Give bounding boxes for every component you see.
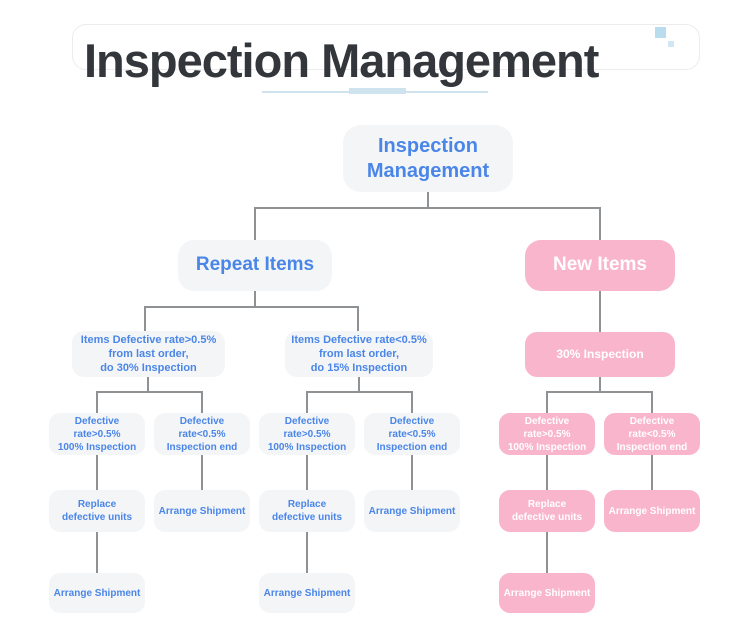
connector-line: [427, 192, 429, 208]
connector-line: [144, 306, 146, 331]
node-repeat-defect-low: Items Defective rate<0.5% from last orde…: [285, 331, 433, 377]
node-new-30-inspection: 30% Inspection: [525, 332, 675, 377]
node-defect-high-1: Defective rate>0.5% 100% Inspection: [49, 413, 145, 455]
node-replace-units-1: Replace defective units: [49, 490, 145, 532]
connector-line: [357, 306, 359, 331]
connector-line: [306, 532, 308, 573]
connector-line: [358, 377, 360, 392]
connector-line: [306, 455, 308, 490]
connector-line: [144, 306, 359, 308]
connector-line: [306, 391, 413, 393]
node-final-shipment-3: Arrange Shipment: [499, 573, 595, 613]
connector-line: [96, 532, 98, 573]
connector-line: [201, 391, 203, 413]
node-new-items: New Items: [525, 240, 675, 291]
node-replace-units-3: Replace defective units: [499, 490, 595, 532]
connector-line: [651, 391, 653, 413]
connector-line: [546, 532, 548, 573]
node-defect-low-3: Defective rate<0.5% Inspection end: [604, 413, 700, 455]
page-title: Inspection Management: [84, 34, 599, 87]
connector-line: [651, 455, 653, 490]
node-defect-low-1: Defective rate<0.5% Inspection end: [154, 413, 250, 455]
connector-line: [546, 455, 548, 490]
connector-line: [411, 391, 413, 413]
decor-square-icon: [655, 27, 666, 38]
node-arrange-shipment-3: Arrange Shipment: [604, 490, 700, 532]
node-repeat-items: Repeat Items: [178, 240, 332, 291]
node-defect-high-2: Defective rate>0.5% 100% Inspection: [259, 413, 355, 455]
node-arrange-shipment-1: Arrange Shipment: [154, 490, 250, 532]
connector-line: [254, 207, 256, 240]
node-final-shipment-1: Arrange Shipment: [49, 573, 145, 613]
connector-line: [599, 207, 601, 240]
connector-line: [546, 391, 653, 393]
connector-line: [201, 455, 203, 490]
connector-line: [254, 291, 256, 307]
title-underline-accent: [349, 88, 406, 94]
connector-line: [96, 391, 98, 413]
connector-line: [599, 377, 601, 392]
node-arrange-shipment-2: Arrange Shipment: [364, 490, 460, 532]
node-repeat-defect-high: Items Defective rate>0.5% from last orde…: [72, 331, 225, 377]
connector-line: [306, 391, 308, 413]
node-defect-high-3: Defective rate>0.5% 100% Inspection: [499, 413, 595, 455]
node-defect-low-2: Defective rate<0.5% Inspection end: [364, 413, 460, 455]
connector-line: [254, 207, 601, 209]
node-replace-units-2: Replace defective units: [259, 490, 355, 532]
node-inspection-management-root: Inspection Management: [343, 125, 513, 192]
title-card: [72, 24, 700, 70]
connector-line: [599, 291, 601, 332]
connector-line: [96, 455, 98, 490]
decor-square-small-icon: [668, 41, 674, 47]
connector-line: [411, 455, 413, 490]
connector-line: [96, 391, 203, 393]
connector-line: [147, 377, 149, 392]
node-final-shipment-2: Arrange Shipment: [259, 573, 355, 613]
connector-line: [546, 391, 548, 413]
